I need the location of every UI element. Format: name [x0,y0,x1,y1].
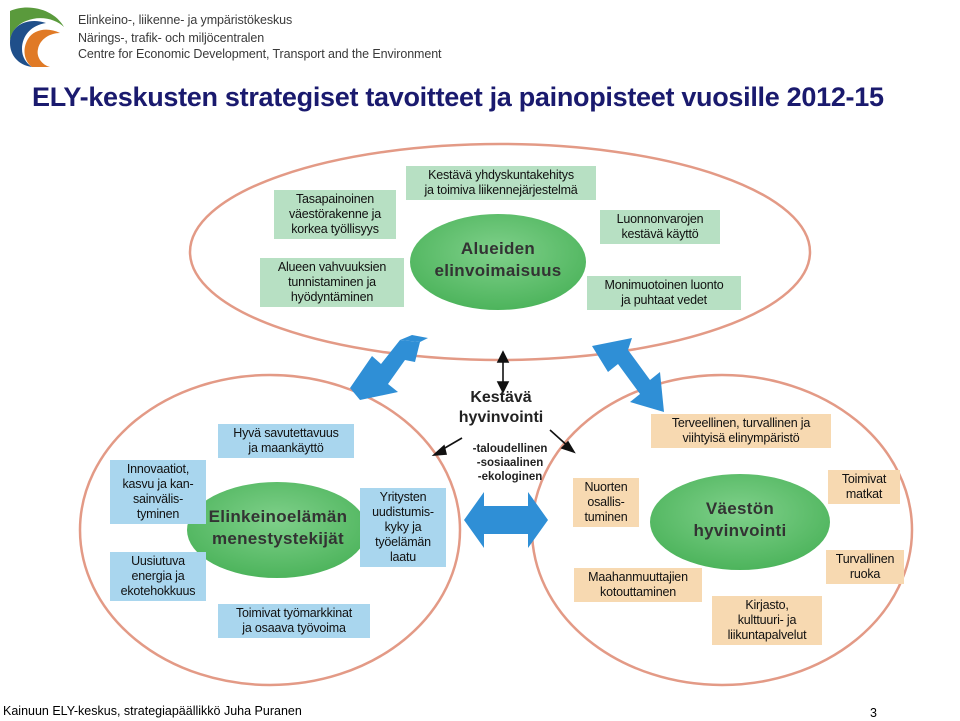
left-item-4: Uusiutuva energia ja ekotehokkuus [110,552,206,601]
top-item-5: Monimuotoinen luonto ja puhtaat vedet [587,276,741,310]
left-area-label: Elinkeinoelämän menestystekijät [208,507,348,548]
left-item-2: Innovaatiot, kasvu ja kan- sainvälis- ty… [110,460,206,524]
left-bubble [187,482,367,578]
right-item-4: Turvallinen ruoka [826,550,904,584]
center-thin-arrows-icon [431,350,576,456]
top-bubble [410,214,586,310]
org-name-fi: Elinkeino-, liikenne- ja ympäristökeskus [78,13,293,27]
left-item-1: Hyvä savutettavuus ja maankäyttö [218,424,354,458]
right-item-6: Kirjasto, kulttuuri- ja liikuntapalvelut [712,596,822,645]
org-name-sv: Närings-, trafik- och miljöcentralen [78,31,265,45]
left-item-5: Toimivat työmarkkinat ja osaava työvoima [218,604,370,638]
left-item-3: Yritysten uudistumis- kyky ja työelämän … [360,488,446,567]
page-title: ELY-keskusten strategiset tavoitteet ja … [32,82,884,112]
right-bubble [650,474,830,570]
top-item-2: Tasapainoinen väestörakenne ja korkea ty… [274,190,396,239]
arrow-bottom-icon [464,492,548,548]
right-item-5: Maahanmuuttajien kotouttaminen [574,568,702,602]
center-title: Kestävä hyvinvointi [458,389,544,426]
arrow-top-right-icon [592,338,664,412]
page-number: 3 [870,706,877,720]
right-item-3: Toimivat matkat [828,470,900,504]
top-item-3: Luonnonvarojen kestävä käyttö [600,210,720,244]
top-area-label: Alueiden elinvoimaisuus [434,239,562,280]
org-name-en: Centre for Economic Development, Transpo… [78,47,442,61]
right-item-2: Nuorten osallis- tuminen [573,478,639,527]
center-dimensions: -taloudellinen -sosiaalinen -ekologinen [472,443,548,483]
right-area-label: Väestön hyvinvointi [693,499,787,540]
arrow-top-left-icon [350,335,428,400]
left-area-ellipse [78,373,462,687]
footer-text: Kainuun ELY-keskus, strategiapäällikkö J… [3,704,302,718]
top-item-4: Alueen vahvuuksien tunnistaminen ja hyöd… [260,258,404,307]
right-item-1: Terveellinen, turvallinen ja viihtyisä e… [651,414,831,448]
top-item-1: Kestävä yhdyskuntakehitys ja toimiva lii… [406,166,596,200]
ely-logo-icon [10,7,64,67]
